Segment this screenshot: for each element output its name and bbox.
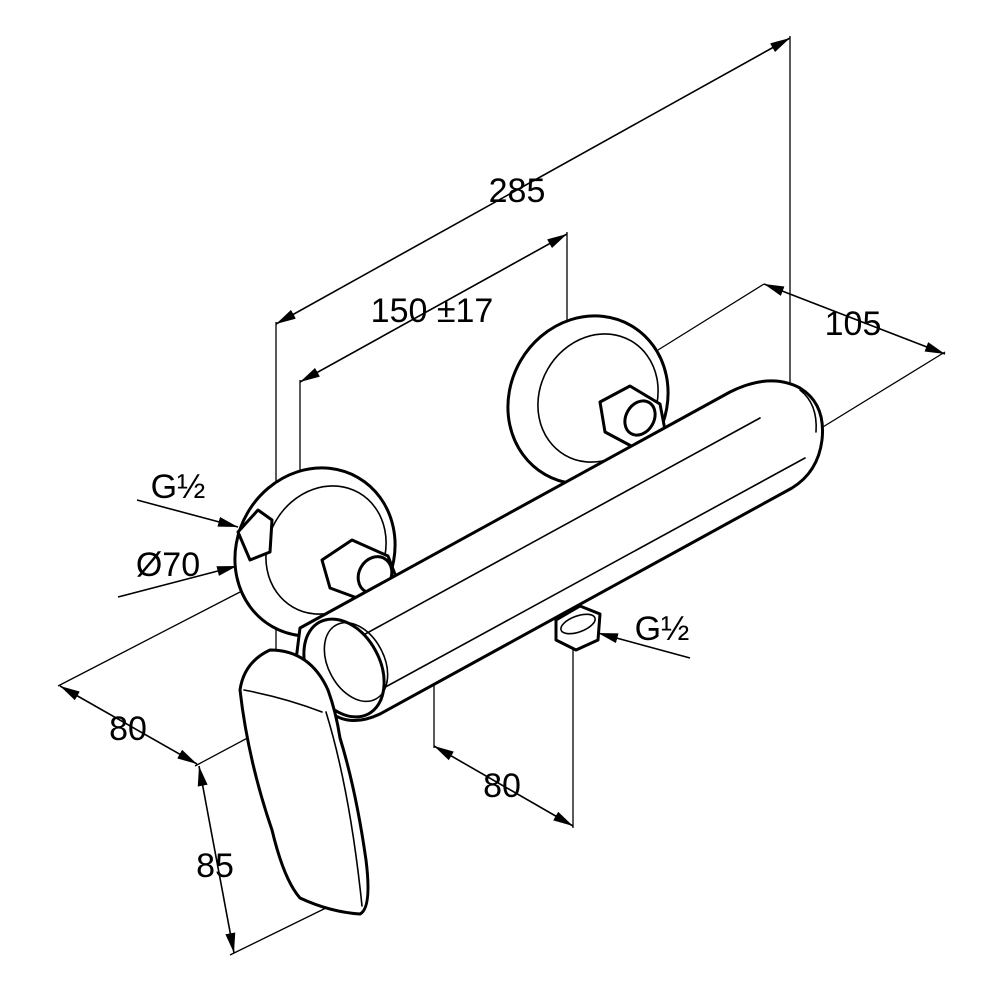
dim-80-lever-line [59, 685, 198, 765]
left-rosette [233, 466, 400, 638]
label-150: 150 ±17 [371, 292, 494, 330]
lever-handle [238, 648, 370, 916]
label-g-inlet: G½ [151, 468, 206, 506]
label-g-outlet: G½ [635, 610, 690, 648]
label-85: 85 [196, 847, 234, 885]
dimension-labels: 285 150 ±17 105 80 80 85 Ø70 G½ G½ [109, 172, 881, 885]
mixer-body [233, 314, 825, 916]
right-rosette [506, 314, 670, 486]
mixer-bar [294, 379, 825, 722]
leader-diameter [117, 565, 238, 598]
dim-105-line [763, 283, 946, 355]
label-105: 105 [825, 305, 882, 343]
outlet-nipple [554, 604, 602, 652]
label-80-outlet: 80 [483, 767, 521, 805]
dim-150-line [299, 233, 568, 383]
leader-g-outlet [597, 632, 691, 659]
dim-85-line [197, 765, 236, 954]
dimension-lines [59, 37, 946, 954]
dim-80-outlet-line [433, 745, 574, 827]
label-80-lever: 80 [109, 710, 147, 748]
label-285: 285 [489, 172, 546, 210]
label-diameter: Ø70 [136, 546, 200, 584]
leader-g-inlet [136, 499, 239, 528]
